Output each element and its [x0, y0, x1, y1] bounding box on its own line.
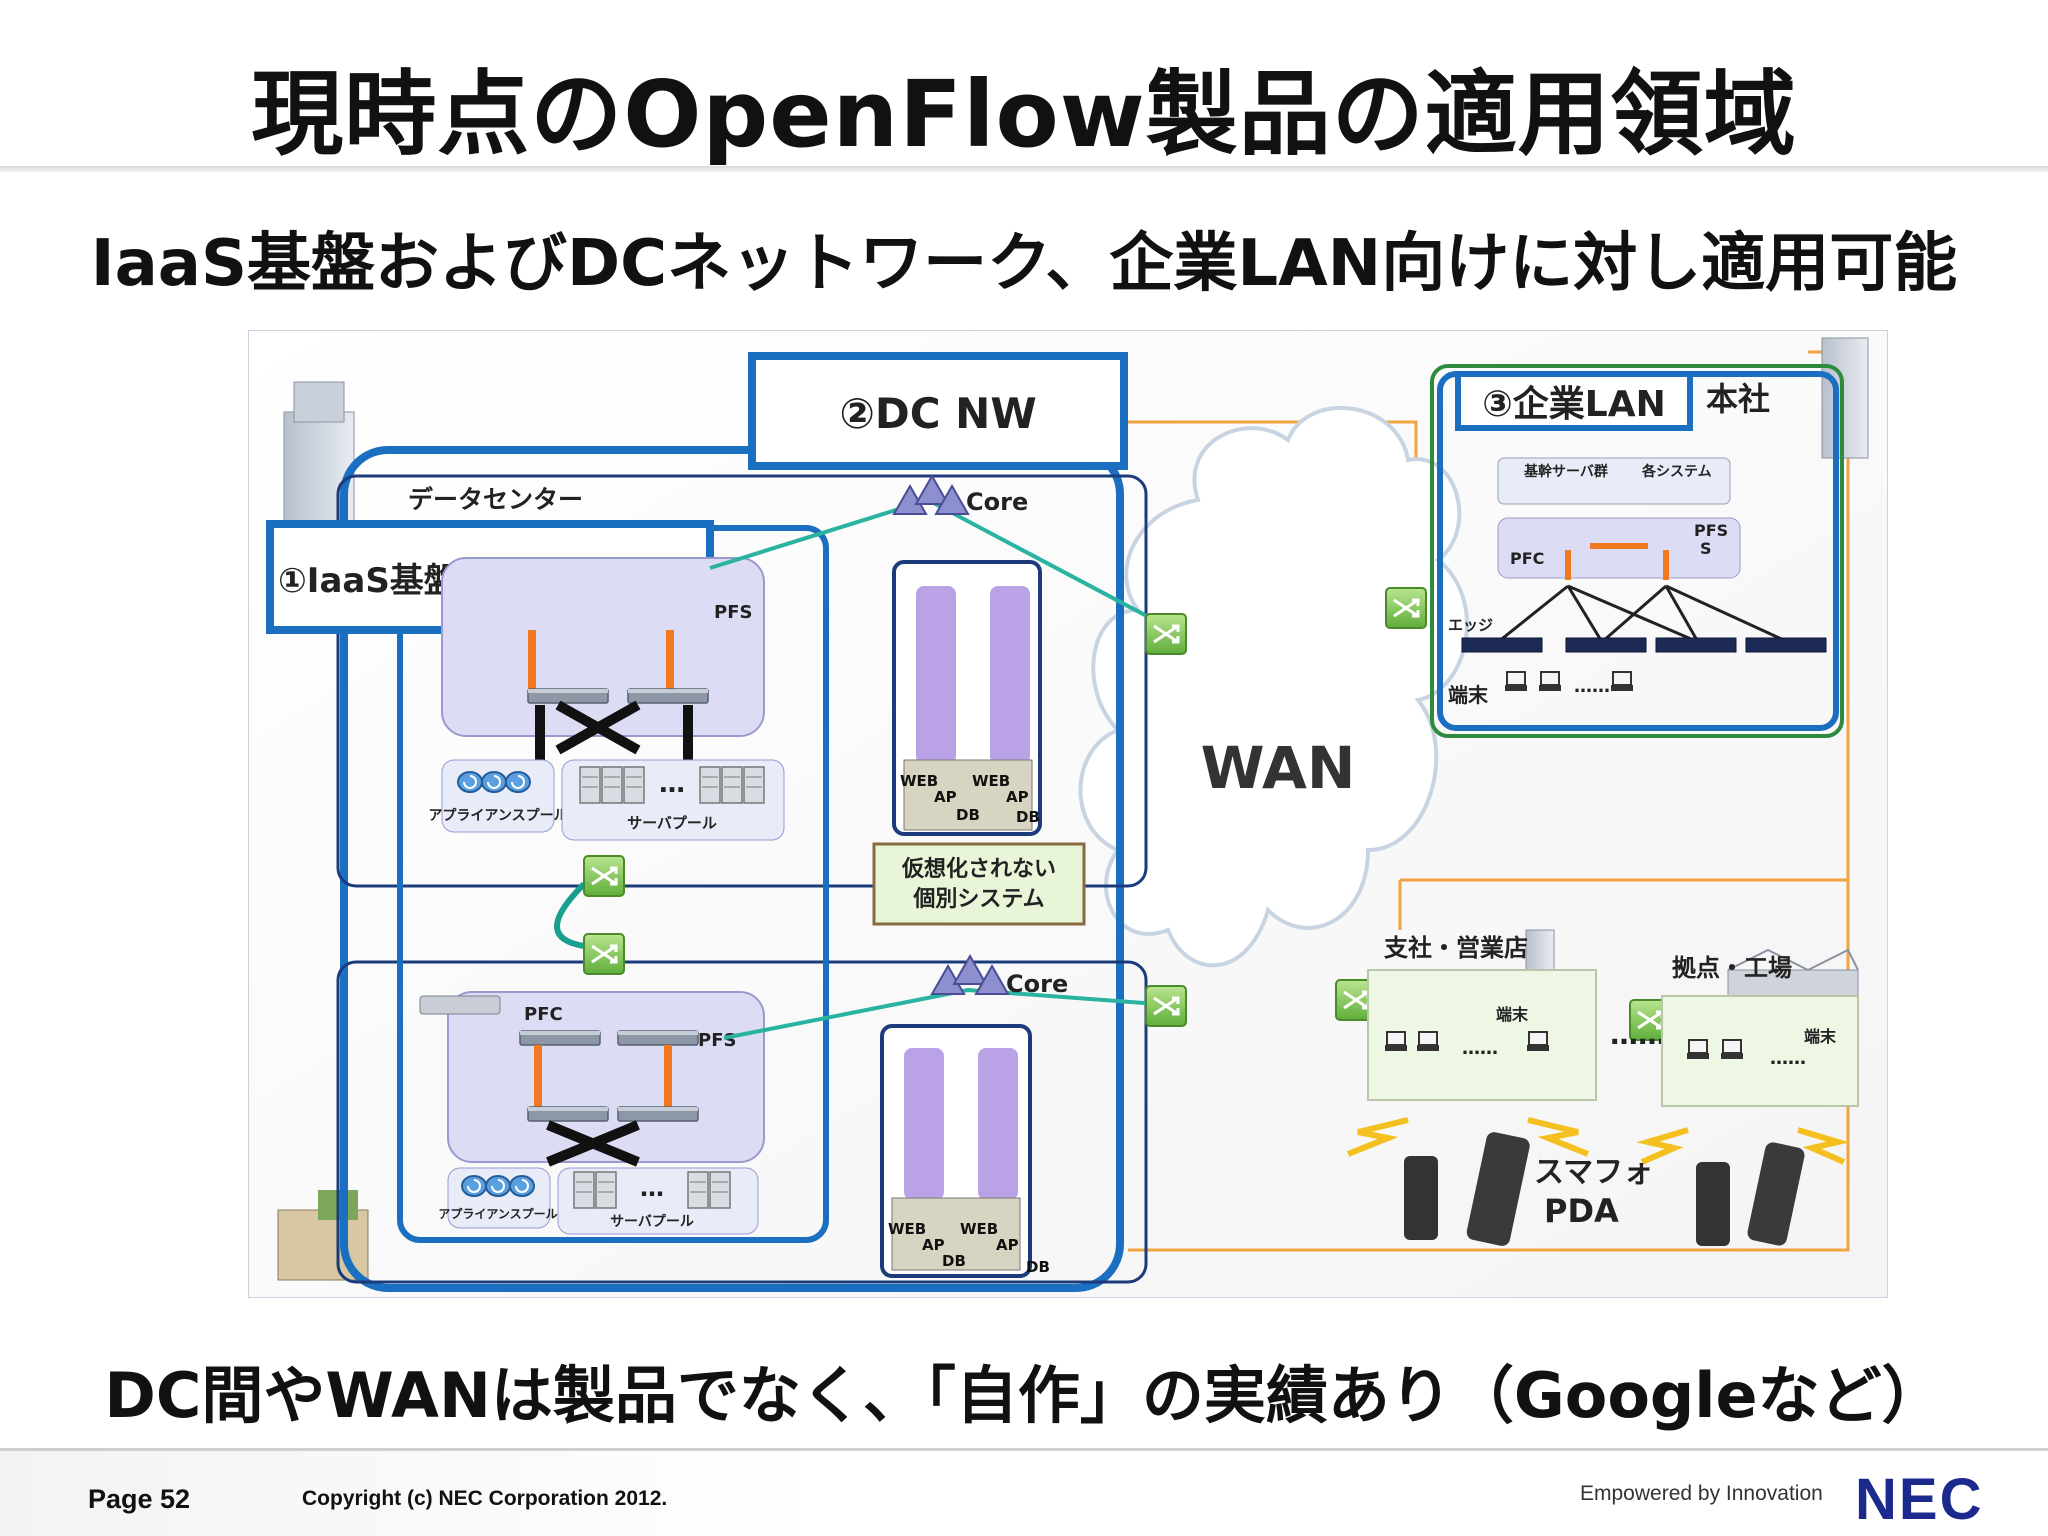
inter-dc-switch-top: [582, 854, 626, 898]
system-column-top-1: [916, 586, 956, 764]
pda-label: PDA: [1544, 1192, 1619, 1230]
svg-text:DB: DB: [942, 1252, 966, 1270]
terminal-label-hq: 端末: [1448, 683, 1489, 707]
wan-cloud: WAN: [1078, 406, 1469, 968]
footer-band: [0, 1451, 2048, 1536]
wireless-signal-icon-3: [1636, 1127, 1689, 1165]
hq-building-icon: [1821, 337, 1869, 459]
server-pool-label-bottom: サーバプール: [610, 1214, 694, 1230]
tablet-icon-2: [1747, 1142, 1805, 1246]
pfs-label-top: PFS: [714, 602, 752, 623]
pfc-label-bottom: PFC: [524, 1004, 563, 1025]
svg-text:DB: DB: [1016, 808, 1040, 826]
branch-label: 支社・営業店: [1384, 934, 1528, 962]
pfs-label-lan-2: S: [1700, 539, 1712, 558]
tagline: Empowered by Innovation: [1580, 1482, 1823, 1505]
system-column-bottom-2: [978, 1048, 1018, 1200]
tablet-icon: [1466, 1132, 1530, 1246]
appliance-pool-label-top: アプライアンスプール: [428, 808, 567, 824]
page-number: Page 52: [88, 1484, 191, 1514]
dc-nw-label-box: [748, 352, 1128, 470]
terminal-label-branch: 端末: [1496, 1005, 1529, 1024]
inter-dc-switch-bottom: [582, 932, 626, 976]
slide-title: 現時点のOpenFlow製品の適用領域: [251, 61, 1797, 168]
svg-text:WEB: WEB: [900, 772, 938, 790]
bottom-note: DC間やWANは製品でなく、「自作」の実績あり（Googleなど）: [104, 1359, 1944, 1432]
dc-wan-switch-bottom: [1144, 984, 1188, 1028]
network-diagram: WAN ②DC NW データセンター ①IaaS基盤・仮想化基盤 PFS アプラ…: [248, 330, 1888, 1298]
enterprise-lan-frame: [1430, 364, 1844, 738]
dc-wan-switch-top: [1144, 612, 1188, 656]
footer-divider: [0, 1448, 2048, 1451]
dc-nw-label: ②DC NW: [839, 389, 1036, 438]
non-virtual-system-box: [872, 842, 1086, 926]
wireless-signal-icon: [1346, 1117, 1409, 1157]
non-virtual-label-line1: 仮想化されない: [901, 856, 1056, 882]
pf-block-top: [441, 557, 765, 737]
copyright: Copyright (c) NEC Corporation 2012.: [302, 1487, 668, 1510]
svg-text:AP: AP: [934, 788, 957, 806]
wireless-signal-icon-2: [1527, 1117, 1590, 1157]
datacenter-label: データセンター: [408, 485, 583, 514]
enterprise-lan-label-box: [1455, 371, 1693, 431]
svg-text:DB: DB: [956, 806, 980, 824]
svg-text:……: ……: [1610, 1018, 1666, 1051]
core-label-bottom: Core: [1006, 970, 1068, 998]
smartphone-icon: [1404, 1156, 1438, 1240]
svg-text:…: …: [640, 1174, 664, 1202]
enterprise-lan-label: ③企業LAN: [1482, 383, 1665, 425]
datacenter-frame-bottom: [336, 960, 1148, 1284]
lan-server-group: [1497, 457, 1731, 505]
hq-wan-switch: [1384, 586, 1428, 630]
nec-logo: NEC: [1855, 1467, 1984, 1532]
wan-label: WAN: [1201, 734, 1356, 802]
slide-subtitle: IaaS基盤およびDCネットワーク、企業LAN向けに対し適用可能: [90, 227, 1958, 301]
svg-text:…: …: [659, 769, 685, 799]
svg-text:WEB: WEB: [972, 772, 1010, 790]
system-column-top-2: [990, 586, 1030, 764]
svg-text:……: ……: [1574, 676, 1610, 697]
datacenter-frame-top: [336, 474, 1148, 888]
pfs-label-lan: PFS: [1694, 521, 1728, 540]
pfs-label-bottom: PFS: [698, 1030, 736, 1051]
svg-text:WEB: WEB: [888, 1220, 926, 1238]
core-server-group-label: 基幹サーバ群: [1524, 463, 1608, 480]
terminal-label-site: 端末: [1804, 1027, 1837, 1046]
svg-text:AP: AP: [922, 1236, 945, 1254]
system-column-bottom-1: [904, 1048, 944, 1200]
edge-switch-label: エッジ: [1448, 616, 1493, 634]
non-virtual-label-line2: 個別システム: [912, 887, 1044, 912]
svg-text:……: ……: [1770, 1048, 1806, 1069]
svg-text:DB: DB: [1026, 1258, 1050, 1276]
appliance-pool-label-bottom: アプライアンスプール: [438, 1206, 557, 1221]
wireless-signal-icon-4: [1797, 1127, 1850, 1165]
hq-label: 本社: [1706, 380, 1770, 418]
title-divider: [0, 166, 2048, 172]
svg-text:AP: AP: [996, 1236, 1019, 1254]
svg-text:WEB: WEB: [960, 1220, 998, 1238]
dc-nw-frame: [340, 446, 1124, 1292]
server-pool-label-top: サーバプール: [627, 814, 717, 832]
pfc-label-lan: PFC: [1510, 549, 1544, 568]
smartphone-label: スマフォ: [1534, 1155, 1653, 1190]
svg-text:AP: AP: [1006, 788, 1029, 806]
each-system-label: 各システム: [1641, 463, 1712, 480]
svg-text:……: ……: [1462, 1038, 1498, 1059]
core-label-top: Core: [966, 488, 1028, 516]
site-label: 拠点・工場: [1672, 954, 1792, 982]
smartphone-icon-2: [1696, 1162, 1730, 1246]
